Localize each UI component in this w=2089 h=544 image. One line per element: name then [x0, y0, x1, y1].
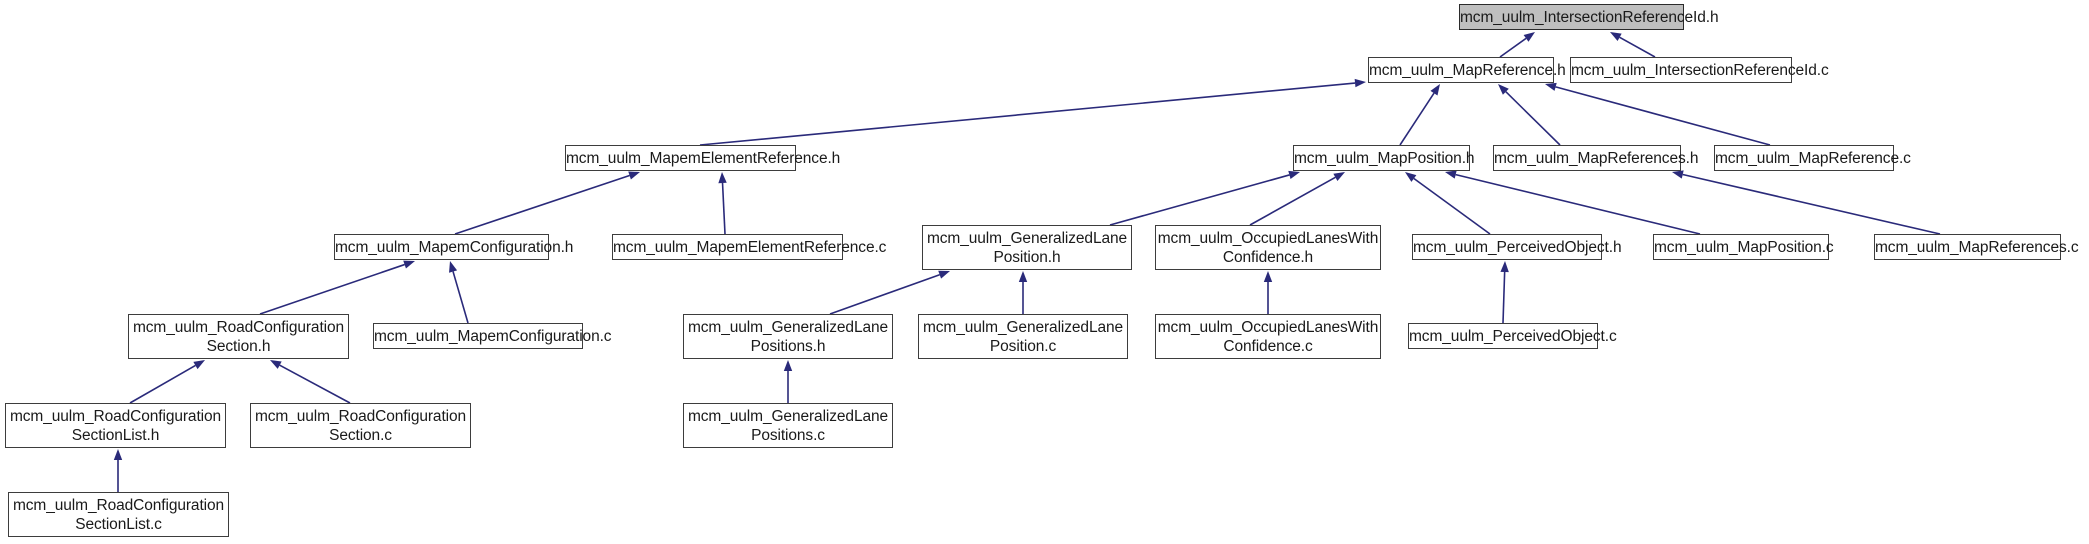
graph-node-label: mcm_uulm_RoadConfiguration SectionList.h	[9, 407, 222, 444]
graph-edge	[452, 271, 469, 324]
graph-edge	[1499, 37, 1527, 58]
graph-edge-arrowhead	[1545, 82, 1557, 91]
graph-node-label: mcm_uulm_IntersectionReferenceId.c	[1571, 61, 1829, 79]
graph-node-label: mcm_uulm_GeneralizedLane Position.h	[926, 229, 1128, 266]
graph-node-label: mcm_uulm_MapReferences.c	[1875, 238, 2079, 256]
graph-node-label: mcm_uulm_MapemElementReference.h	[566, 149, 841, 167]
graph-node[interactable]: mcm_uulm_OccupiedLanesWith Confidence.h	[1155, 225, 1381, 270]
graph-edge-arrowhead	[1263, 271, 1273, 282]
graph-edge	[721, 182, 726, 235]
graph-edge-arrowhead	[1523, 32, 1535, 42]
graph-edge-arrowhead	[1333, 172, 1345, 182]
graph-node-label: mcm_uulm_OccupiedLanesWith Confidence.c	[1157, 318, 1379, 355]
graph-edge-arrowhead	[1498, 84, 1509, 95]
graph-edge	[1455, 173, 1701, 235]
graph-node[interactable]: mcm_uulm_MapReference.c	[1714, 145, 1911, 171]
graph-edge-arrowhead	[1354, 78, 1366, 88]
graph-node[interactable]: mcm_uulm_RoadConfiguration Section.h	[128, 314, 349, 359]
graph-edge-arrowhead	[1405, 172, 1417, 182]
graph-edge-arrowhead	[193, 360, 205, 370]
graph-edge-arrowhead	[1430, 84, 1440, 96]
graph-edge	[129, 364, 196, 404]
graph-edge	[829, 273, 940, 315]
graph-edge	[1502, 271, 1506, 324]
graph-node[interactable]: mcm_uulm_MapPosition.h	[1293, 145, 1475, 171]
graph-node[interactable]: mcm_uulm_GeneralizedLane Positions.h	[683, 314, 893, 359]
graph-node-label: mcm_uulm_IntersectionReferenceId.h	[1460, 8, 1719, 26]
graph-node-label: mcm_uulm_RoadConfiguration Section.h	[132, 318, 345, 355]
graph-edge-arrowhead	[449, 261, 458, 273]
graph-node[interactable]: mcm_uulm_RoadConfiguration SectionList.c	[8, 492, 229, 537]
graph-node[interactable]: mcm_uulm_MapReferences.h	[1493, 145, 1698, 171]
graph-node-label: mcm_uulm_GeneralizedLane Positions.c	[687, 407, 889, 444]
graph-node[interactable]: mcm_uulm_MapemConfiguration.h	[334, 234, 573, 260]
graph-node[interactable]: mcm_uulm_PerceivedObject.c	[1408, 323, 1617, 349]
graph-node[interactable]: mcm_uulm_PerceivedObject.h	[1412, 234, 1622, 260]
graph-edge	[259, 263, 405, 315]
graph-edge-arrowhead	[113, 449, 123, 460]
graph-node-label: mcm_uulm_OccupiedLanesWith Confidence.h	[1157, 229, 1379, 266]
graph-node[interactable]: mcm_uulm_MapPosition.c	[1653, 234, 1834, 260]
graph-node-label: mcm_uulm_MapemElementReference.c	[613, 238, 887, 256]
graph-node[interactable]: mcm_uulm_MapemConfiguration.c	[373, 323, 612, 349]
graph-edge-arrowhead	[628, 171, 640, 180]
graph-edge-arrowhead	[1018, 271, 1028, 282]
graph-edge-arrowhead	[270, 360, 282, 369]
graph-edge-arrowhead	[1445, 170, 1457, 179]
graph-edge	[1249, 176, 1336, 226]
graph-edge	[1682, 173, 1941, 235]
graph-node-label: mcm_uulm_MapReferences.h	[1494, 149, 1699, 167]
graph-edge-arrowhead	[1500, 261, 1509, 273]
graph-edge	[1619, 36, 1656, 58]
graph-edge	[1413, 177, 1491, 235]
graph-edge-arrowhead	[718, 172, 727, 184]
graph-edge-arrowhead	[783, 360, 793, 371]
graph-node-label: mcm_uulm_RoadConfiguration Section.c	[254, 407, 467, 444]
graph-node-label: mcm_uulm_GeneralizedLane Position.c	[922, 318, 1124, 355]
graph-node[interactable]: mcm_uulm_MapReferences.c	[1874, 234, 2079, 260]
graph-edge-arrowhead	[1288, 170, 1300, 180]
graph-node[interactable]: mcm_uulm_GeneralizedLane Position.c	[918, 314, 1128, 359]
graph-edge	[279, 364, 351, 404]
graph-edge-arrowhead	[403, 260, 415, 269]
graph-node[interactable]: mcm_uulm_GeneralizedLane Positions.c	[683, 403, 893, 448]
graph-node-label: mcm_uulm_PerceivedObject.h	[1413, 238, 1622, 256]
graph-node-label: mcm_uulm_GeneralizedLane Positions.h	[687, 318, 889, 355]
graph-node[interactable]: mcm_uulm_MapReference.h	[1368, 57, 1566, 83]
graph-edge-arrowhead	[1672, 170, 1684, 179]
graph-edge-arrowhead	[938, 270, 950, 279]
graph-edge	[1399, 92, 1435, 146]
graph-edge	[454, 174, 630, 235]
graph-node[interactable]: mcm_uulm_MapemElementReference.c	[612, 234, 886, 260]
graph-node-label: mcm_uulm_PerceivedObject.c	[1409, 327, 1617, 345]
graph-node[interactable]: mcm_uulm_RoadConfiguration Section.c	[250, 403, 471, 448]
graph-node[interactable]: mcm_uulm_RoadConfiguration SectionList.h	[5, 403, 226, 448]
graph-node[interactable]: mcm_uulm_MapemElementReference.h	[565, 145, 840, 171]
graph-node-label: mcm_uulm_MapPosition.c	[1654, 238, 1834, 256]
graph-node-label: mcm_uulm_RoadConfiguration SectionList.c	[12, 496, 225, 533]
graph-node-label: mcm_uulm_MapPosition.h	[1294, 149, 1475, 167]
graph-node-label: mcm_uulm_MapReference.c	[1715, 149, 1911, 167]
graph-edge	[1555, 86, 1771, 146]
graph-edge	[1505, 91, 1561, 146]
graph-node-label: mcm_uulm_MapReference.h	[1369, 61, 1566, 79]
graph-edge	[699, 82, 1356, 146]
graph-node-current[interactable]: mcm_uulm_IntersectionReferenceId.h	[1459, 4, 1719, 30]
graph-node[interactable]: mcm_uulm_OccupiedLanesWith Confidence.c	[1155, 314, 1381, 359]
graph-node[interactable]: mcm_uulm_IntersectionReferenceId.c	[1570, 57, 1829, 83]
graph-node-label: mcm_uulm_MapemConfiguration.c	[374, 327, 612, 345]
graph-node[interactable]: mcm_uulm_GeneralizedLane Position.h	[922, 225, 1132, 270]
graph-edge	[1109, 174, 1290, 226]
graph-node-label: mcm_uulm_MapemConfiguration.h	[335, 238, 574, 256]
graph-edge-arrowhead	[1610, 32, 1622, 42]
